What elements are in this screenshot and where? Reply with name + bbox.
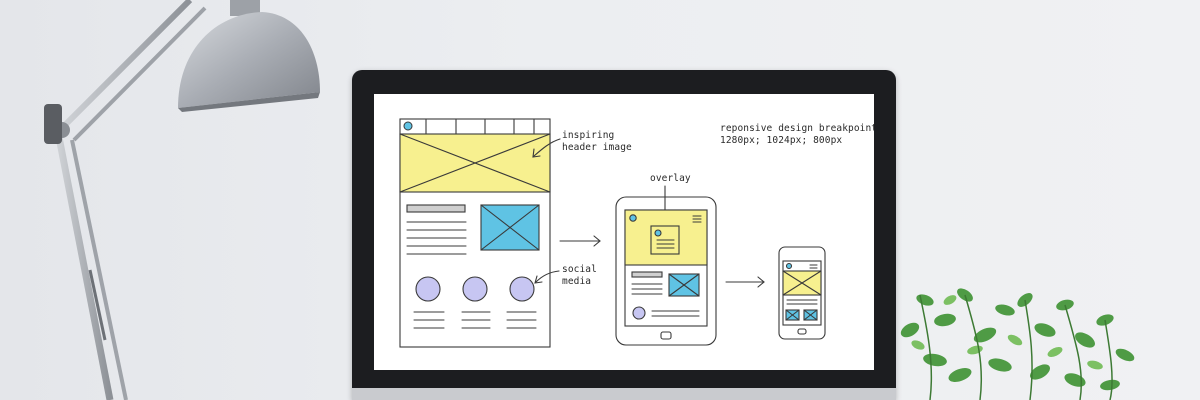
monitor-stand [352,388,896,400]
monitor-screen: inspiring header image social media over… [374,94,874,370]
annotation-header-image: inspiring header image [562,130,632,153]
annotation-overlay: overlay [650,173,691,184]
annotation-social-media: social media [562,264,597,287]
wireframe-sketch [399,118,826,348]
annotation-breakpoints: reponsive design breakpoints: 1280px; 10… [720,123,874,146]
